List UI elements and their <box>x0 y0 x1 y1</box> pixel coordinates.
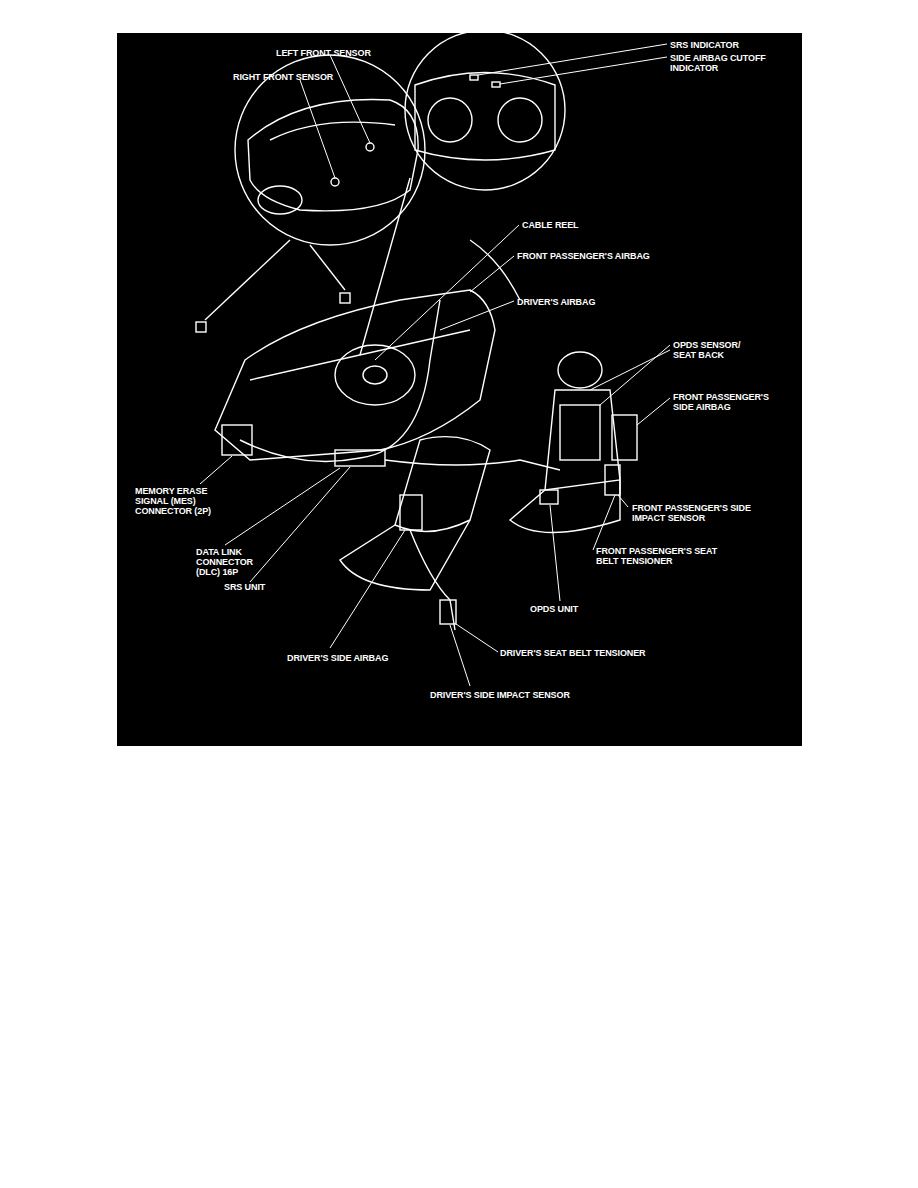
opds-unit <box>540 490 558 504</box>
inset-circle <box>405 30 565 190</box>
hub <box>363 366 387 384</box>
gauge <box>428 98 472 142</box>
part-label: FRONT PASSENGER'S AIRBAG <box>517 251 650 261</box>
sensor <box>340 293 350 303</box>
part-label: FRONT PASSENGER'S SEAT BELT TENSIONER <box>596 546 741 566</box>
headrest <box>558 352 602 388</box>
indicator <box>470 75 478 80</box>
tensioner <box>440 600 456 624</box>
sensor <box>196 322 206 332</box>
opds-sensor <box>560 405 600 460</box>
pointer <box>205 240 290 320</box>
car-body <box>248 100 418 211</box>
side-airbag <box>400 495 422 530</box>
part-label: DRIVER'S SEAT BELT TENSIONER <box>500 648 646 658</box>
panel <box>117 33 802 746</box>
hood-line <box>270 122 395 140</box>
dashboard <box>215 290 495 460</box>
part-label: DRIVER'S SIDE IMPACT SENSOR <box>430 690 570 700</box>
tensioner <box>605 465 620 495</box>
pillar <box>470 240 520 300</box>
part-label: MEMORY ERASE SIGNAL (MES) CONNECTOR (2P) <box>135 486 225 516</box>
sensor-dot <box>366 143 374 151</box>
harness <box>240 300 440 461</box>
wheel <box>258 186 302 214</box>
part-label: DATA LINK CONNECTOR (DLC) 16P <box>196 547 266 577</box>
gauge <box>498 98 542 142</box>
pointer <box>310 245 345 290</box>
part-label: DRIVER'S AIRBAG <box>517 297 595 307</box>
part-label: SRS UNIT <box>224 582 265 592</box>
sensor-dot <box>331 178 339 186</box>
drawing <box>196 30 637 630</box>
cluster <box>415 73 555 161</box>
part-label: OPDS UNIT <box>530 604 578 614</box>
part-label: CABLE REEL <box>522 220 579 230</box>
part-label: LEFT FRONT SENSOR <box>276 48 371 58</box>
indicator <box>492 82 500 87</box>
dash-line <box>250 330 470 380</box>
steering-wheel <box>335 345 415 405</box>
part-label: DRIVER'S SIDE AIRBAG <box>287 653 388 663</box>
part-label: SIDE AIRBAG CUTOFF INDICATOR <box>670 53 775 73</box>
seat-back <box>395 437 490 532</box>
part-label: SRS INDICATOR <box>670 40 739 50</box>
leader-lines <box>200 44 670 686</box>
part-label: FRONT PASSENGER'S SIDE AIRBAG <box>673 392 788 412</box>
inset-circle <box>235 55 425 245</box>
part-label: OPDS SENSOR/ SEAT BACK <box>673 340 758 360</box>
pointer <box>360 178 410 355</box>
side-airbag <box>612 415 637 460</box>
part-label: FRONT PASSENGER'S SIDE IMPACT SENSOR <box>632 503 777 523</box>
mes-connector <box>222 425 252 455</box>
seat-back <box>545 390 620 490</box>
part-label: RIGHT FRONT SENSOR <box>233 72 333 82</box>
harness <box>410 530 455 630</box>
